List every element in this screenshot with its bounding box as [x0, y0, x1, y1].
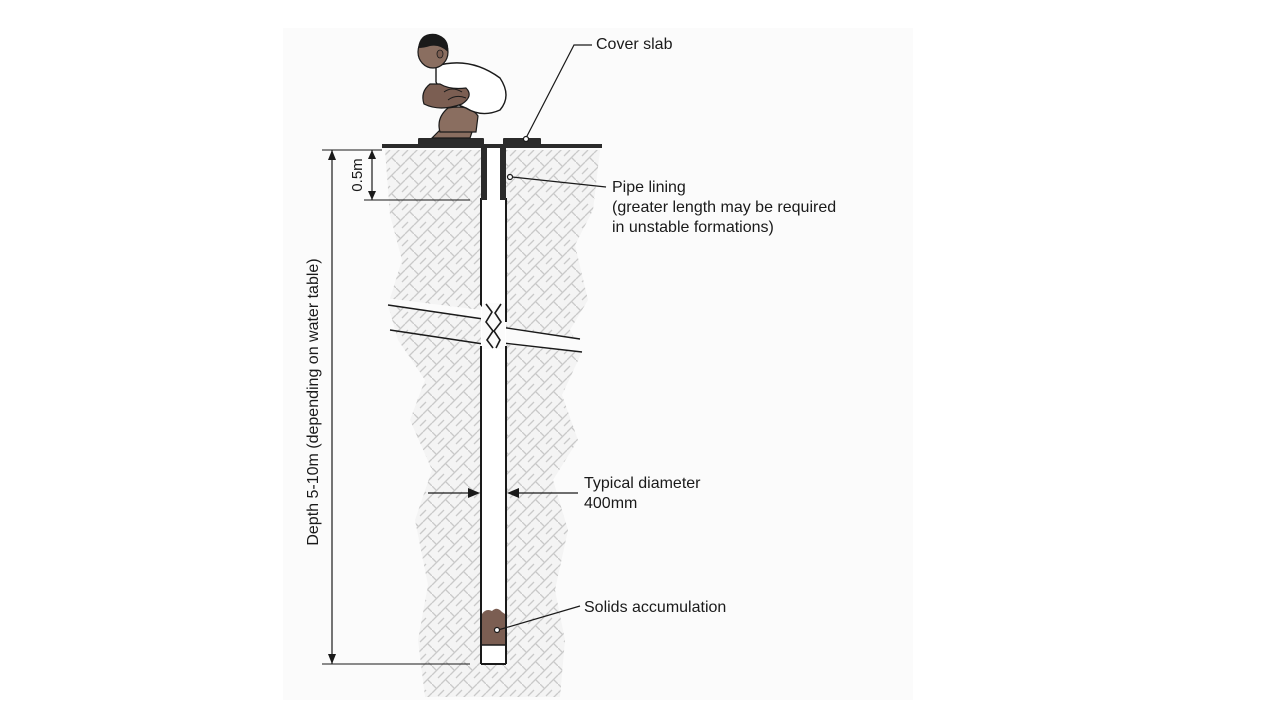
diameter-label: Typical diameter: [584, 475, 701, 492]
cover-slab: [418, 138, 484, 146]
solids-accumulation: [482, 608, 505, 645]
pipe-lining-note-line2: in unstable formations): [612, 219, 774, 236]
lining-depth-label: 0.5m: [349, 158, 366, 192]
squatting-person-illustration: [417, 33, 507, 139]
pipe-lining-label: Pipe lining: [612, 179, 686, 196]
cover-slab-label: Cover slab: [596, 36, 673, 53]
solids-accumulation-label: Solids accumulation: [584, 599, 727, 616]
diagram-panel: [283, 28, 913, 700]
depth-label: Depth 5-10m (depending on water table): [305, 258, 322, 546]
pipe-lining-note-line1: (greater length may be required: [612, 199, 837, 216]
lining-depth-dimension: [364, 150, 470, 201]
ground-line: [382, 144, 602, 148]
diameter-value-label: 400mm: [584, 495, 638, 512]
borehole: [481, 148, 506, 664]
pipe-lining: [481, 148, 487, 200]
diameter-arrows: [428, 488, 578, 498]
leader-lines: [493, 44, 607, 634]
